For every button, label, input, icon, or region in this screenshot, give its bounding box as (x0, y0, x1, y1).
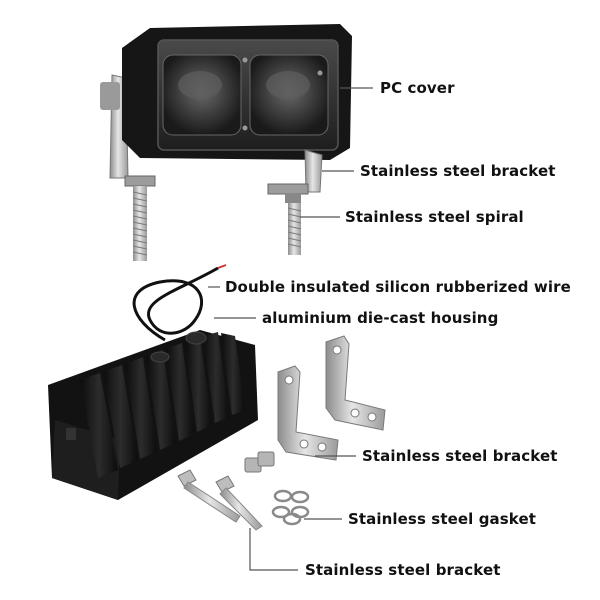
loose-brackets (277, 335, 386, 461)
callout-bracket-bottom: Stainless steel bracket (305, 561, 501, 579)
callout-housing: aluminium die-cast housing (262, 309, 499, 327)
callout-wire: Double insulated silicon rubberized wire (225, 278, 571, 296)
callout-gasket: Stainless steel gasket (348, 510, 537, 528)
spiral-bolt-left (132, 186, 148, 261)
light-front-view (100, 24, 352, 261)
spiral-bolt-right (287, 203, 302, 255)
loose-bolts (177, 469, 263, 531)
wire (132, 266, 219, 342)
callout-bracket-middle: Stainless steel bracket (362, 447, 558, 465)
callout-pc-cover: PC cover (380, 79, 455, 97)
callout-spiral: Stainless steel spiral (345, 208, 524, 226)
light-rear-view (48, 264, 258, 500)
cooling-fins (80, 332, 245, 478)
callout-lines (208, 87, 373, 571)
loose-nuts (244, 451, 275, 473)
bracket-loose-1 (277, 365, 339, 461)
gaskets (271, 489, 310, 526)
callout-bracket-top: Stainless steel bracket (360, 162, 556, 180)
bracket-loose-2 (325, 335, 386, 431)
